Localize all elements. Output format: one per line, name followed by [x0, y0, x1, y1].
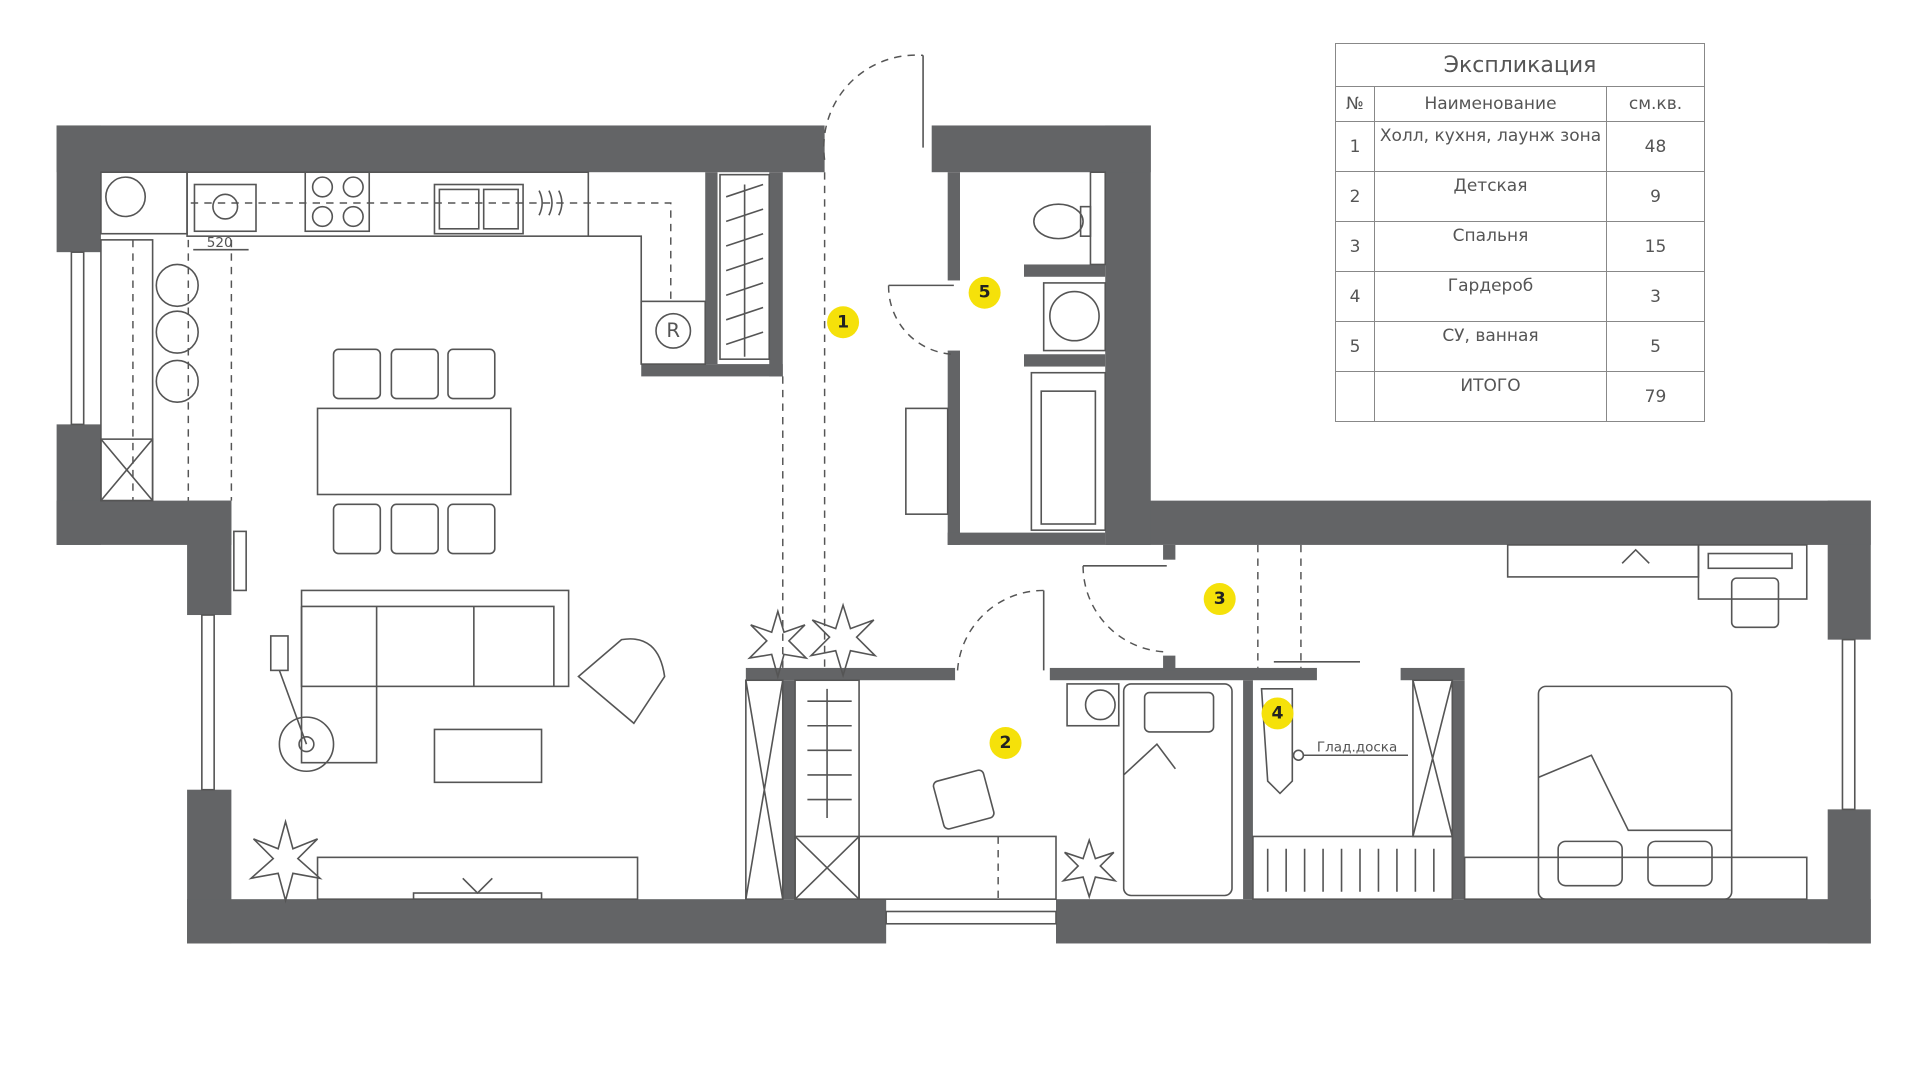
bathtub-icon: [1030, 371, 1107, 531]
row-area: 3: [1606, 271, 1705, 322]
room-marker-5: 5: [968, 276, 1001, 309]
washbasin-icon: [1049, 290, 1100, 342]
living-furniture: [233, 348, 878, 904]
kitchen-furniture: R 520: [100, 171, 771, 502]
svg-text:1: 1: [837, 312, 849, 332]
ironing-board-label: Глад.доска: [1317, 740, 1397, 756]
svg-text:4: 4: [1272, 703, 1284, 723]
row-name: СУ, ванная: [1374, 321, 1607, 372]
fridge: [640, 300, 707, 365]
header-name: Наименование: [1374, 86, 1607, 122]
fridge-label: R: [666, 319, 680, 342]
row-number: 4: [1335, 271, 1375, 322]
desk: [858, 835, 1057, 900]
row-number: 3: [1335, 221, 1375, 272]
chair: [932, 769, 995, 830]
tv-stand: [1506, 544, 1700, 578]
toilet-icon: [1033, 203, 1084, 240]
plant-icon: [1060, 837, 1118, 900]
sink-icon: [433, 183, 524, 235]
plant-icon: [808, 602, 878, 679]
ironing-board: [1260, 688, 1294, 795]
single-bed: [1122, 683, 1233, 897]
table-title: Экспликация: [1335, 43, 1705, 87]
row-area: 48: [1606, 121, 1705, 172]
room-marker-2: 2: [989, 726, 1022, 759]
cooktop-icon: [304, 171, 371, 233]
row-name: Холл, кухня, лаунж зона: [1374, 121, 1607, 172]
row-name: Гардероб: [1374, 271, 1607, 322]
washing-machine-icon: [105, 176, 147, 218]
kids-room-furniture: [745, 679, 1118, 900]
plant-icon: [248, 818, 323, 904]
svg-text:2: 2: [1000, 733, 1012, 753]
guides: [132, 172, 1302, 900]
row-area: 15: [1606, 221, 1705, 272]
coffee-table: [433, 728, 543, 784]
armchair: [577, 638, 666, 725]
room-marker-1: 1: [827, 306, 860, 339]
row-name: Спальня: [1374, 221, 1607, 272]
room-markers: 1 2 3 4 5: [827, 276, 1294, 759]
dimension-label: 520: [207, 235, 233, 251]
room-marker-4: 4: [1261, 697, 1294, 730]
svg-text:3: 3: [1214, 589, 1226, 609]
bathroom-fixtures: [905, 171, 1107, 531]
windows: [70, 251, 1856, 925]
floor-lamp: [278, 716, 335, 773]
header-number: №: [1335, 86, 1375, 122]
wardrobe: [719, 173, 771, 360]
row-number: 2: [1335, 171, 1375, 222]
row-name: Детская: [1374, 171, 1607, 222]
sofa: [300, 589, 570, 688]
row-number: 1: [1335, 121, 1375, 172]
room-marker-3: 3: [1203, 583, 1236, 616]
total-label: ИТОГО: [1374, 371, 1607, 422]
row-number: 5: [1335, 321, 1375, 372]
svg-text:5: 5: [979, 283, 991, 303]
header-area: см.кв.: [1606, 86, 1705, 122]
total-area: 79: [1606, 371, 1705, 422]
boiler-icon: [193, 183, 257, 233]
row-area: 5: [1606, 321, 1705, 372]
row-number: [1335, 371, 1375, 422]
doors: [823, 54, 1167, 671]
plant-icon: [747, 608, 809, 680]
radiator-icon: [538, 190, 563, 216]
walls: [56, 125, 1871, 944]
dining-table: [316, 407, 512, 496]
double-bed: [1537, 685, 1733, 900]
row-area: 9: [1606, 171, 1705, 222]
bedroom-furniture: Глад.доска: [1066, 544, 1808, 900]
